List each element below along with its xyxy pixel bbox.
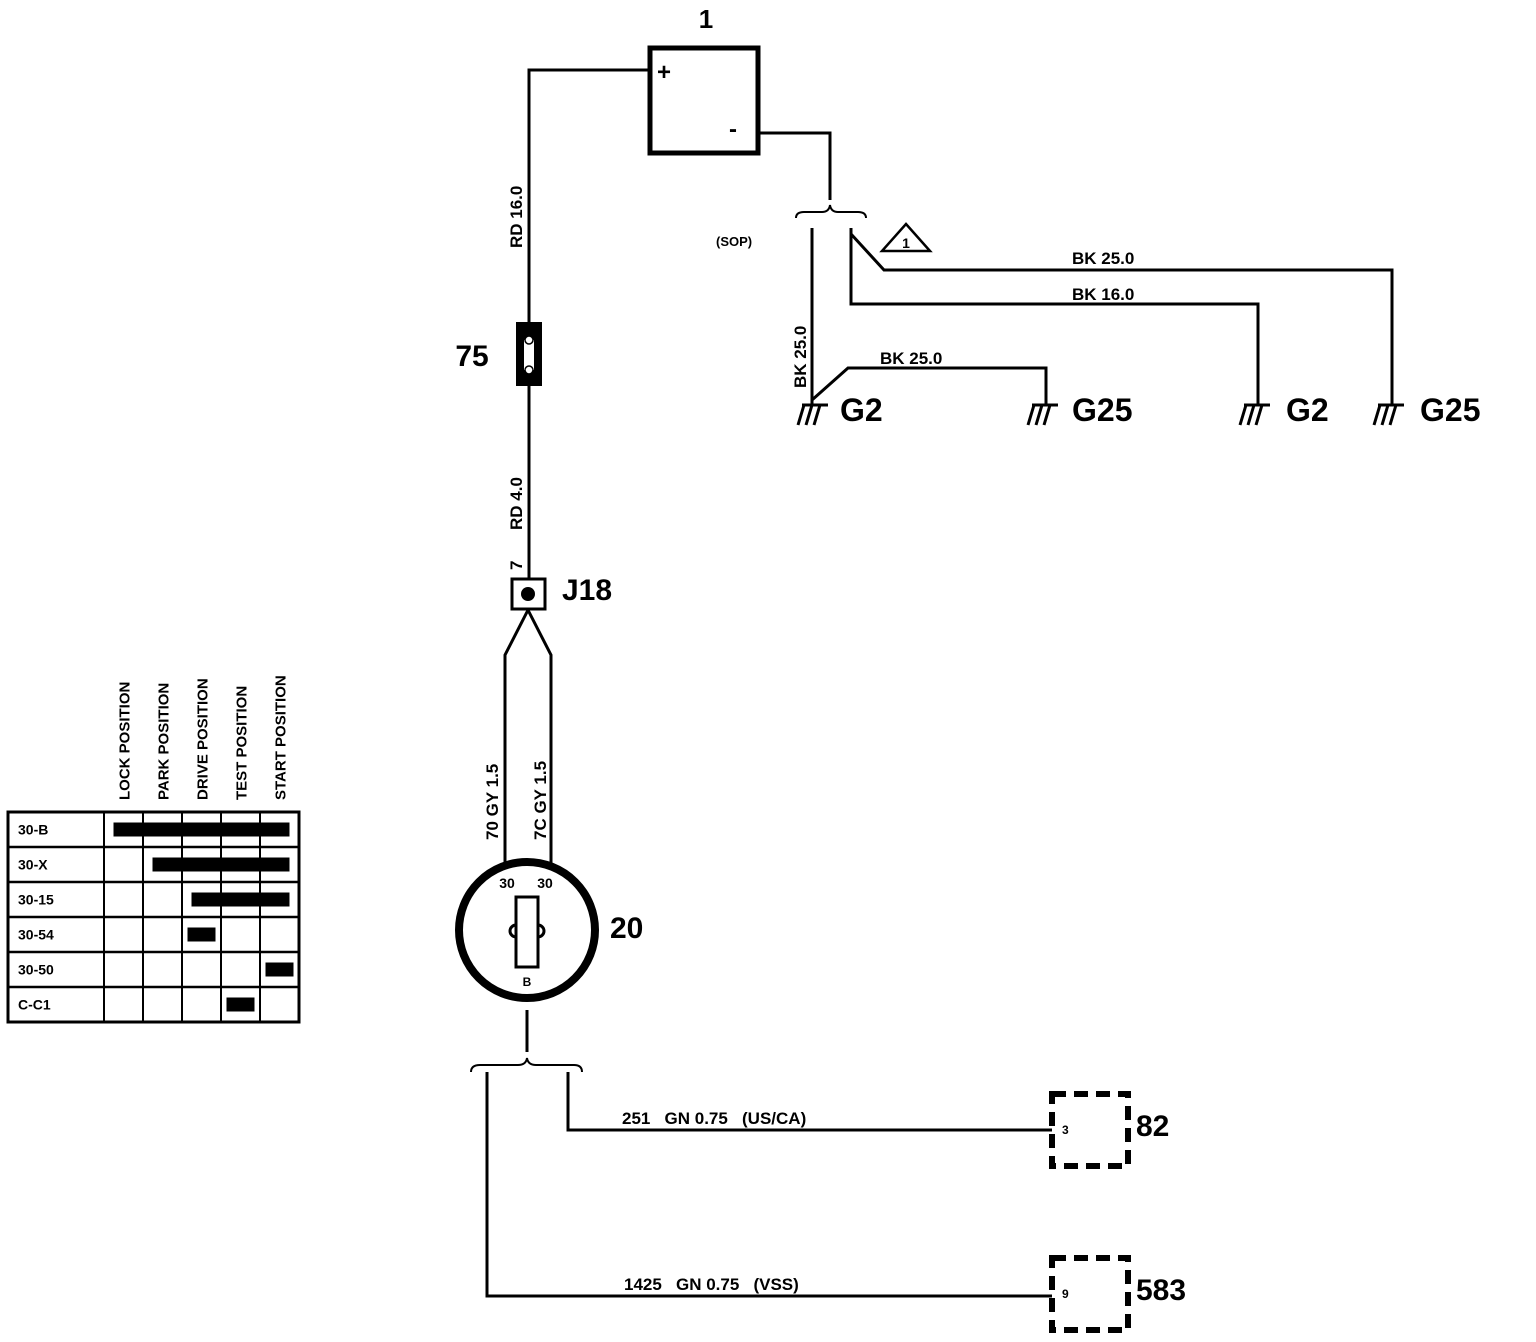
fuse: 75	[455, 322, 542, 386]
wire-label-bk16: BK 16.0	[1072, 285, 1134, 304]
ignition-switch: 30 30 B 20	[455, 858, 643, 1002]
module-583: 9 583	[1049, 1255, 1186, 1333]
wire-label-rd4: RD 4.0	[507, 477, 526, 530]
wire-label-251: 251 GN 0.75 (US/CA)	[622, 1109, 806, 1128]
note-marker: 1	[902, 235, 910, 251]
module-82: 3 82	[1049, 1091, 1169, 1169]
wire-switch-left	[503, 609, 530, 870]
wire-switch-right	[526, 609, 553, 870]
connector-ref: J18	[562, 574, 612, 607]
bracket-top	[795, 204, 867, 219]
module-583-pin: 9	[1062, 1287, 1069, 1301]
row-label: 30-50	[18, 962, 54, 978]
note-triangle: 1	[879, 222, 933, 253]
row-label: 30-15	[18, 892, 54, 908]
module-82-ref: 82	[1136, 1110, 1169, 1143]
row-label: C-C1	[18, 997, 51, 1013]
contact-bar	[191, 892, 290, 907]
ground-symbols	[796, 403, 1404, 426]
battery: 1 + -	[647, 4, 761, 156]
battery-plus: +	[657, 59, 671, 86]
wire-label-bk25-short: BK 25.0	[880, 349, 942, 368]
position-header: START POSITION	[273, 675, 290, 800]
wire-label-rd16: RD 16.0	[507, 186, 526, 248]
row-label: 30-X	[18, 857, 48, 873]
battery-ref: 1	[699, 4, 713, 34]
sop-label: (SOP)	[716, 234, 752, 249]
wire-battery-minus	[758, 131, 832, 200]
ground-g25-right-icon	[1372, 403, 1404, 426]
module-583-ref: 583	[1136, 1274, 1186, 1307]
connector-pin-label: 7	[507, 561, 526, 570]
wire-to-82	[566, 1072, 1052, 1132]
contact-bar	[152, 857, 290, 872]
position-header: PARK POSITION	[156, 683, 173, 800]
connector-j18: J18	[510, 574, 612, 611]
ground-label-2: G25	[1072, 392, 1132, 428]
ground-label-4: G25	[1420, 392, 1480, 428]
switch-position-table: LOCK POSITION PARK POSITION DRIVE POSITION…	[6, 675, 301, 1024]
module-82-pin: 3	[1062, 1123, 1069, 1137]
ground-label-3: G2	[1286, 392, 1329, 428]
contact-bar	[113, 822, 290, 837]
position-header: TEST POSITION	[234, 686, 251, 800]
switch-pin-30-left: 30	[499, 875, 515, 891]
ground-g2-right-icon	[1238, 403, 1270, 426]
fuse-ref: 75	[455, 340, 488, 373]
wire-ground-far	[849, 232, 1394, 405]
battery-minus: -	[729, 116, 737, 143]
wire-label-bk25-top: BK 25.0	[1072, 249, 1134, 268]
wire-label-bk25-vert: BK 25.0	[791, 326, 810, 388]
contact-bar	[187, 927, 216, 942]
switch-ref: 20	[610, 912, 643, 945]
wire-ground-short	[811, 366, 1048, 405]
wire-label-70: 70 GY 1.5	[483, 764, 502, 840]
wire-label-7c: 7C GY 1.5	[531, 761, 550, 840]
ground-g2-left-icon	[796, 403, 828, 426]
contact-bar	[226, 997, 255, 1012]
wire-battery-fuse	[527, 68, 650, 322]
wire-ground-right	[849, 228, 1260, 405]
bracket-bottom	[470, 1057, 583, 1073]
position-header: DRIVE POSITION	[195, 678, 212, 800]
position-header: LOCK POSITION	[117, 682, 134, 800]
contact-bar	[265, 962, 294, 977]
ground-g25-left-icon	[1026, 403, 1058, 426]
ground-label-1: G2	[840, 392, 883, 428]
row-label: 30-B	[18, 822, 48, 838]
wire-to-583	[485, 1072, 1052, 1298]
wire-label-1425: 1425 GN 0.75 (VSS)	[624, 1275, 799, 1294]
switch-pin-b: B	[523, 975, 532, 989]
switch-pin-30-right: 30	[537, 875, 553, 891]
row-label: 30-54	[18, 927, 54, 943]
